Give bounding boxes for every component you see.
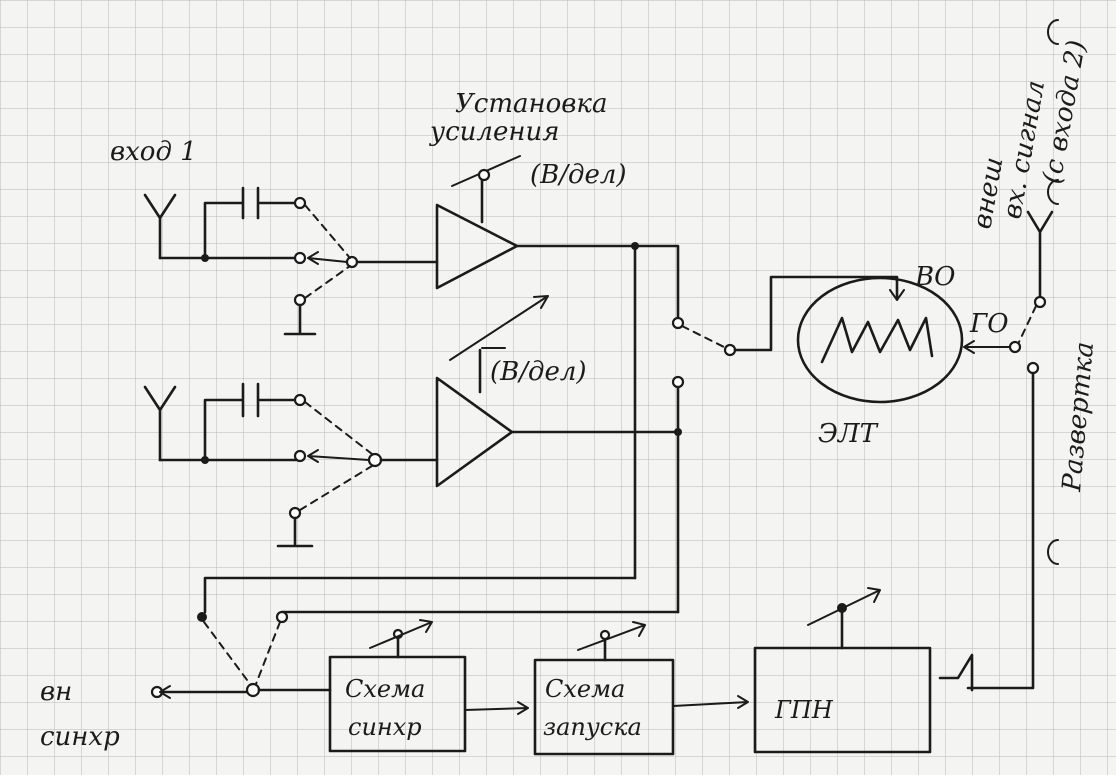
- sync-selector: [150, 576, 680, 699]
- sweep-switch: [966, 210, 1054, 690]
- channel-2: [143, 295, 685, 614]
- go-label: ГО: [969, 309, 1009, 339]
- trigger-block: [533, 621, 749, 756]
- crt-label: ЭЛТ: [818, 419, 879, 449]
- sync-block: [328, 619, 529, 753]
- crt: [796, 276, 1013, 404]
- trigger-block-title: Схема: [545, 675, 625, 703]
- sync-block-title: Схема: [345, 675, 425, 703]
- amplifier-1: [435, 203, 519, 290]
- input-1-label: вход 1: [110, 137, 197, 167]
- antenna-icon: [143, 385, 177, 462]
- channel-1: [143, 155, 680, 580]
- volts-per-div-label-1: (В/дел): [530, 160, 627, 190]
- trigger-block-subtitle: запуска: [543, 713, 642, 741]
- vo-label: ВО: [914, 262, 955, 292]
- waveform-icon: [820, 316, 934, 364]
- gain-setting-label: Установка: [455, 89, 607, 119]
- sync-block-subtitle: синхр: [348, 713, 422, 741]
- antenna-icon: [143, 193, 177, 260]
- antenna-icon: [1026, 210, 1054, 299]
- sweep-generator-block: [753, 587, 974, 754]
- ramp-icon: [938, 653, 974, 692]
- vertical-switch: [671, 275, 905, 357]
- ext-sync-label-1: вн: [40, 677, 72, 707]
- ext-sync-label-2: синхр: [40, 722, 120, 752]
- sweep-generator-title: ГПН: [774, 696, 834, 724]
- binder-holes: [1047, 19, 1059, 565]
- volts-per-div-label-2: (В/дел): [490, 357, 587, 387]
- amplifier-2: [435, 376, 514, 488]
- gain-setting-label-2: усиления: [429, 117, 559, 147]
